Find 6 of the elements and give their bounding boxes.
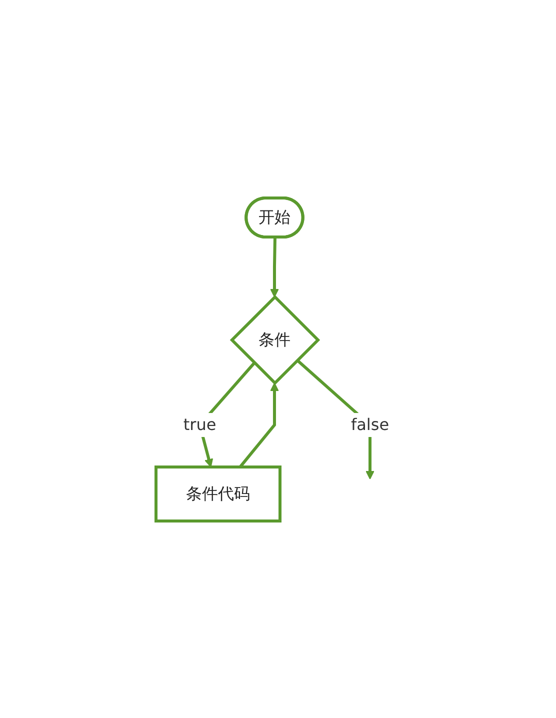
- arrow: [238, 382, 279, 468]
- edge-label: false: [350, 414, 390, 434]
- node-box: 条件代码: [154, 465, 282, 522]
- arrow: [270, 236, 279, 297]
- edge-label: true: [183, 414, 216, 434]
- node-diamond: 条件: [230, 294, 320, 385]
